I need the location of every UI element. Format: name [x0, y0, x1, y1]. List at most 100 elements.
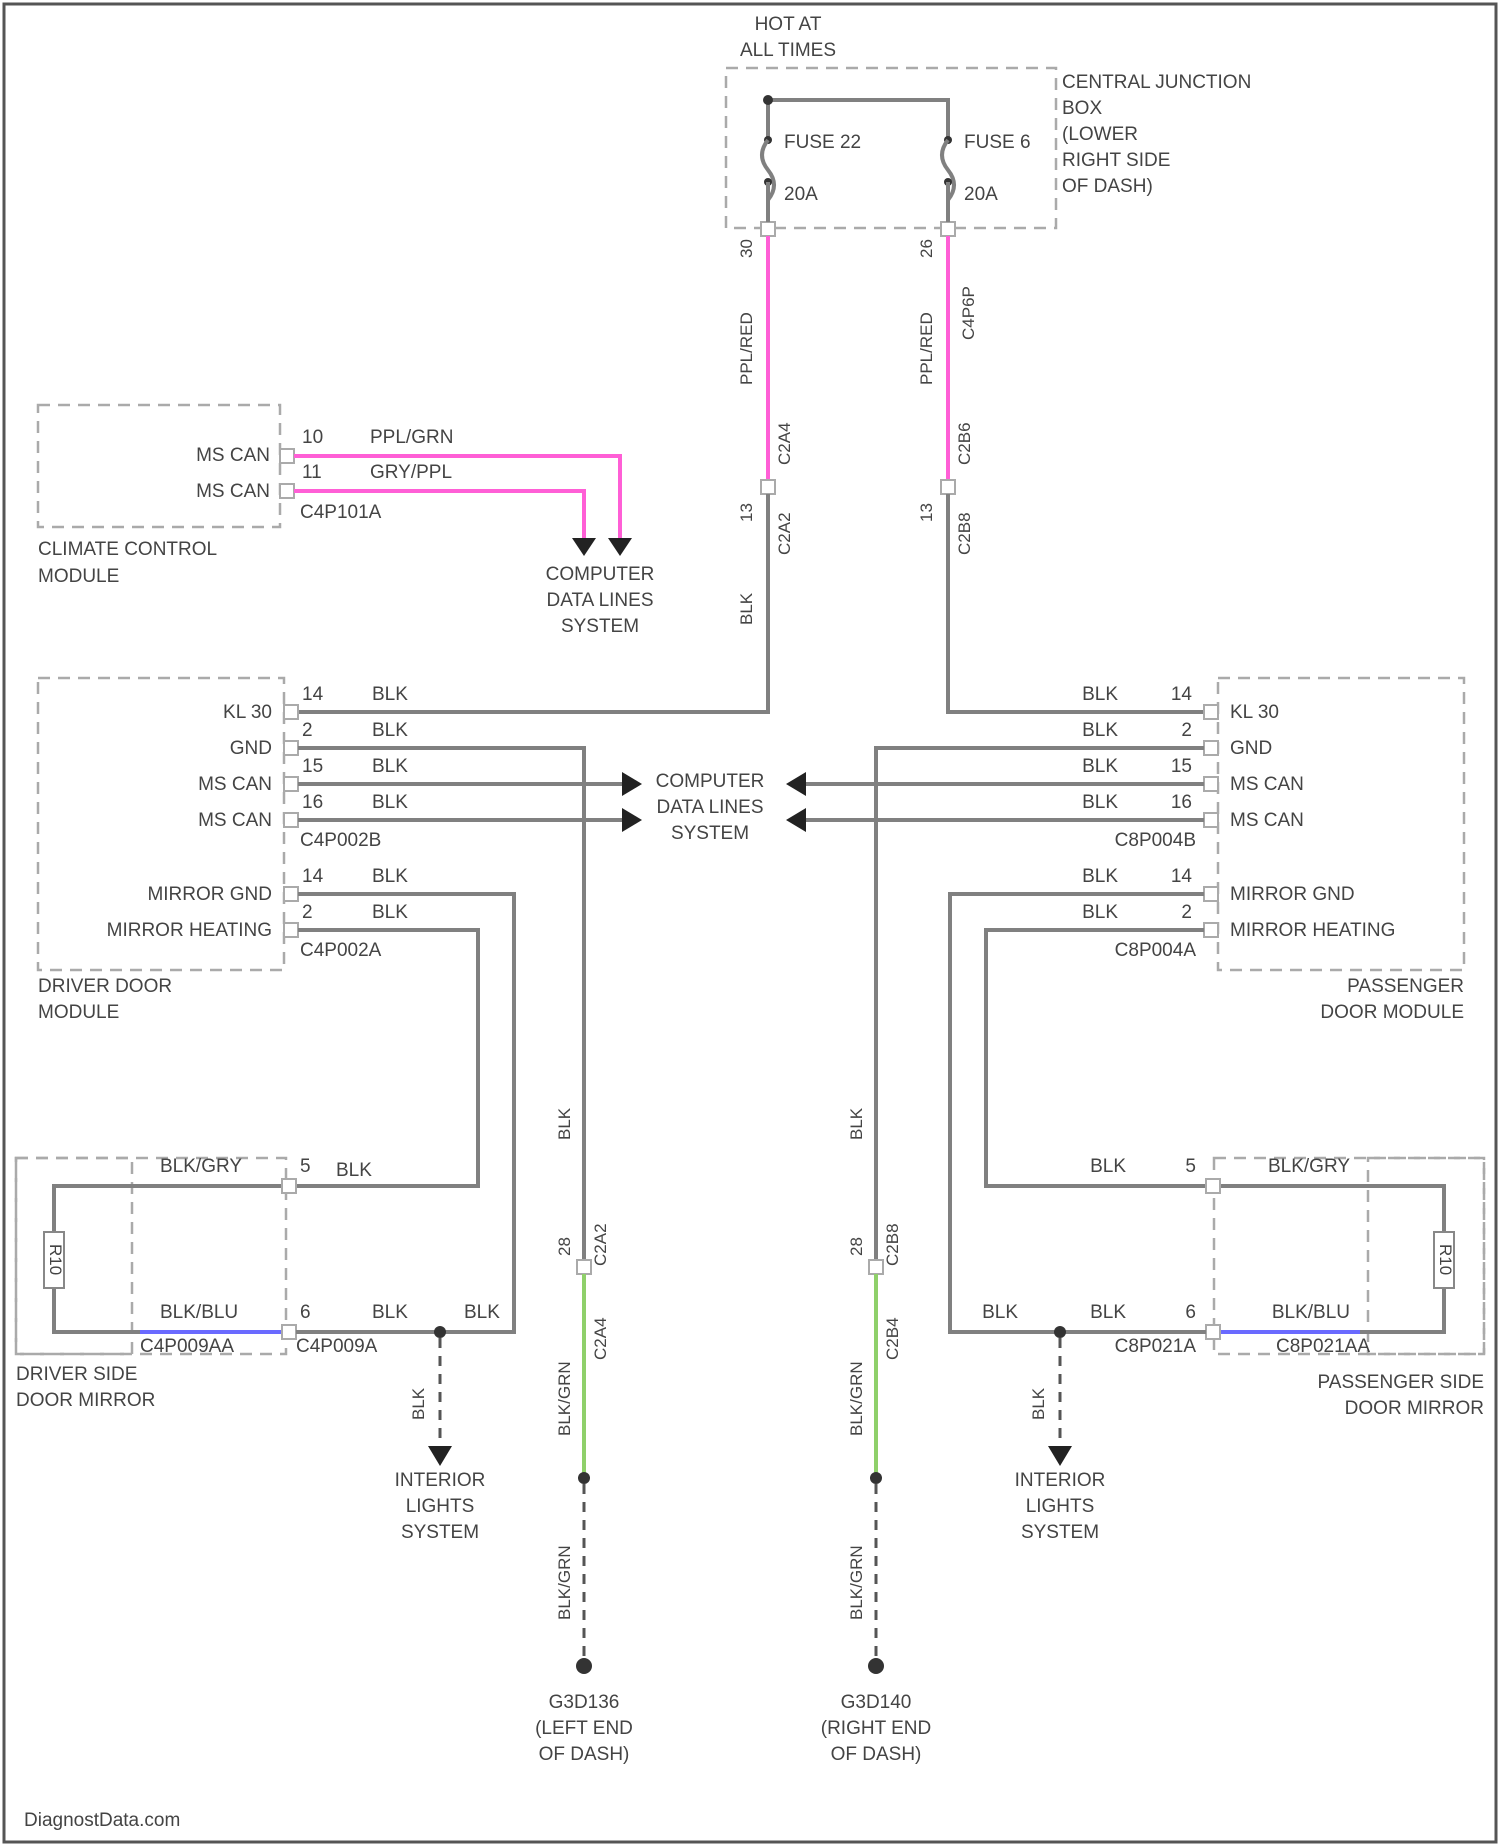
- driver-mirror-top-color: BLK/GRY: [160, 1156, 242, 1177]
- pass-row2-color: BLK: [1082, 720, 1118, 741]
- pass-pin-gnd: [1204, 741, 1218, 755]
- driver-arrow-1: [622, 772, 642, 796]
- pass-row5-name: MIRROR GND: [1230, 884, 1355, 905]
- driver-row3-name: MS CAN: [198, 774, 272, 795]
- driver-row1-pin: 14: [302, 684, 324, 705]
- pass-mirror-bot-wire2: BLK: [982, 1302, 1018, 1323]
- feed-left-upper-conn: C2A4: [775, 422, 794, 465]
- gnd-right-inline-pin: [869, 1260, 883, 1274]
- ground-right-3: OF DASH): [831, 1744, 922, 1765]
- cdl-top-1: COMPUTER: [546, 564, 655, 585]
- driver-mirror-top-wire: BLK: [336, 1160, 372, 1181]
- driver-row6-name: MIRROR HEATING: [107, 920, 272, 941]
- driver-row2-pin: 2: [302, 720, 313, 741]
- pass-pin-mirror-gnd: [1204, 887, 1218, 901]
- driver-pin-gnd: [284, 741, 298, 755]
- fuse-left-label: FUSE 22: [784, 132, 861, 153]
- climate-arrow-2: [608, 538, 632, 556]
- pass-arrow-1: [786, 772, 806, 796]
- driver-interior-2: LIGHTS: [406, 1496, 475, 1517]
- climate-control-module: [38, 405, 280, 527]
- gnd-right-lower-color: BLK/GRN: [847, 1545, 866, 1620]
- cjb-label-2: BOX: [1062, 98, 1102, 119]
- pass-pin-mirror-heat: [1204, 923, 1218, 937]
- climate-label-1: CLIMATE CONTROL: [38, 539, 217, 560]
- ground-left-2: (LEFT END: [535, 1718, 633, 1739]
- gnd-right-color: BLK: [847, 1107, 866, 1140]
- cjb-label-5: OF DASH): [1062, 176, 1153, 197]
- pass-row2-pin: 2: [1181, 720, 1192, 741]
- pass-mirror-pin5: [1206, 1179, 1220, 1193]
- pass-mirror-label-1: PASSENGER SIDE: [1318, 1372, 1484, 1393]
- driver-heater-label: R10: [46, 1244, 65, 1275]
- feed-left-pin: 13: [737, 503, 756, 522]
- feed-left-to-driver-kl30: [292, 494, 768, 712]
- climate-connector: C4P101A: [300, 502, 382, 523]
- ground-left-symbol: [576, 1658, 592, 1674]
- inline-pin-right: [941, 480, 955, 494]
- pass-row3-color: BLK: [1082, 756, 1118, 777]
- pass-mirror-bot-color: BLK/BLU: [1272, 1302, 1350, 1323]
- cdl-mid-2: DATA LINES: [657, 797, 764, 818]
- pass-mirror-heat-wire: [986, 930, 1206, 1186]
- ground-left-3: OF DASH): [539, 1744, 630, 1765]
- driver-mirror-bot-wire: BLK: [372, 1302, 408, 1323]
- pass-mirror-bot-pin: 6: [1185, 1302, 1196, 1323]
- gnd-left-inline-pin: [577, 1260, 591, 1274]
- climate-label-2: MODULE: [38, 566, 119, 587]
- cjb-pin-left: [761, 222, 775, 236]
- driver-interior-3: SYSTEM: [401, 1522, 479, 1543]
- driver-row5-name: MIRROR GND: [147, 884, 272, 905]
- driver-pin-mirror-heat: [284, 923, 298, 937]
- driver-interior-1: INTERIOR: [395, 1470, 486, 1491]
- driver-row1-name: KL 30: [223, 702, 272, 723]
- driver-mirror-heat-wire: [296, 930, 478, 1186]
- feed-right-lower-conn: C2B8: [955, 512, 974, 555]
- pass-pin-mscan1: [1204, 777, 1218, 791]
- pass-row5-pin: 14: [1171, 866, 1193, 887]
- climate-row2-color: GRY/PPL: [370, 462, 452, 483]
- driver-connector2: C4P002A: [300, 940, 382, 961]
- driver-mirror-bot-pin: 6: [300, 1302, 311, 1323]
- cjb-pin-left-label: 30: [737, 239, 756, 258]
- driver-row2-color: BLK: [372, 720, 408, 741]
- driver-pin-kl30: [284, 705, 298, 719]
- driver-interior-wire: BLK: [409, 1387, 428, 1420]
- pass-label-1: PASSENGER: [1347, 976, 1464, 997]
- driver-mirror-pin6: [282, 1325, 296, 1339]
- gnd-left-splice: [578, 1472, 590, 1484]
- gnd-right-green-color: BLK/GRN: [847, 1361, 866, 1436]
- driver-row3-pin: 15: [302, 756, 323, 777]
- pass-mirror-label-2: DOOR MIRROR: [1345, 1398, 1484, 1419]
- driver-pin-mscan2: [284, 813, 298, 827]
- feed-right-color: PPL/RED: [917, 312, 936, 385]
- pass-arrow-2: [786, 808, 806, 832]
- pass-row5-color: BLK: [1082, 866, 1118, 887]
- pass-label-2: DOOR MODULE: [1320, 1002, 1464, 1023]
- feed-left-lower-color: BLK: [737, 592, 756, 625]
- driver-row3-color: BLK: [372, 756, 408, 777]
- pass-row3-pin: 15: [1171, 756, 1192, 777]
- ground-right-symbol: [868, 1658, 884, 1674]
- climate-wire-10: [294, 456, 620, 545]
- pass-mirror-conn-b: C8P021AA: [1276, 1336, 1370, 1357]
- pass-row4-pin: 16: [1171, 792, 1192, 813]
- driver-row4-name: MS CAN: [198, 810, 272, 831]
- driver-row6-pin: 2: [302, 902, 313, 923]
- feed-right-to-passenger-kl30: [948, 494, 1208, 712]
- pass-mirror-splice: [1054, 1326, 1066, 1338]
- pass-mirror-top-color: BLK/GRY: [1268, 1156, 1350, 1177]
- driver-mirror-conn-a: C4P009AA: [140, 1336, 234, 1357]
- climate-row2-pin: 11: [302, 462, 322, 483]
- driver-row4-pin: 16: [302, 792, 323, 813]
- climate-row1-color: PPL/GRN: [370, 427, 453, 448]
- pass-heater-label: R10: [1436, 1244, 1455, 1275]
- driver-pin-mscan1: [284, 777, 298, 791]
- gnd-left-green-color: BLK/GRN: [555, 1361, 574, 1436]
- fuse-right-label: FUSE 6: [964, 132, 1031, 153]
- pass-row1-name: KL 30: [1230, 702, 1279, 723]
- driver-mirror-top-pin: 5: [300, 1156, 311, 1177]
- climate-arrow-1: [572, 538, 596, 556]
- pass-interior-3: SYSTEM: [1021, 1522, 1099, 1543]
